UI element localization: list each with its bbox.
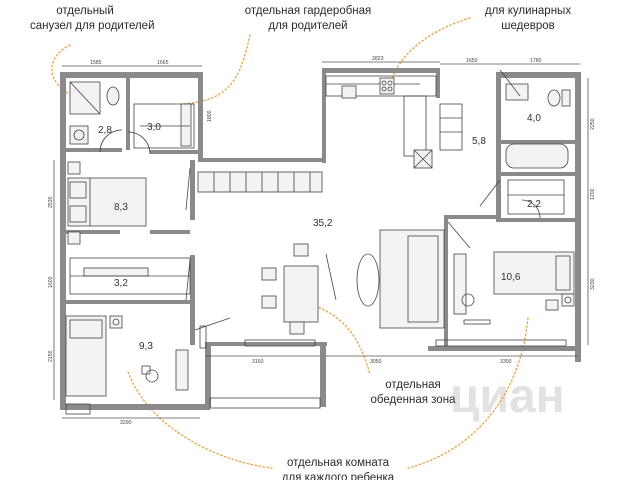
dining-chair [261, 295, 277, 309]
dim-bottom-3: 3050 [370, 359, 382, 365]
area-bedroom-parents: 8,3 [114, 202, 128, 213]
leader-kitchen [389, 17, 471, 89]
area-pantry: 5,8 [472, 136, 486, 147]
coffee-table [356, 253, 380, 307]
walls [60, 68, 581, 410]
dim-left-3: 2150 [48, 350, 54, 362]
area-hall-closet: 2,2 [527, 199, 541, 210]
dim-right-1: 2250 [590, 118, 596, 130]
desk-kids-right [453, 253, 467, 315]
bathtub [505, 143, 569, 169]
leader-parent-wardrobe [182, 34, 251, 105]
dim-top-2: 1665 [157, 60, 169, 66]
area-wardrobe-parents: 3,0 [147, 122, 161, 133]
dim-bottom-2: 3160 [252, 359, 264, 365]
callout-parent-wardrobe: отдельная гардеробная для родителей [244, 5, 372, 32]
chair-kids-right [461, 293, 475, 307]
area-bath-main: 4,0 [527, 113, 541, 124]
bed-kids-right [493, 251, 575, 295]
dim-top-1: 1585 [90, 60, 102, 66]
hob [379, 77, 395, 95]
dimension-labels: 1585 1665 2823 1650 1780 1800 2530 1600 … [48, 56, 596, 426]
callout-dining-zone: отдельная обеденная зона [370, 379, 456, 406]
callout-parent-bathroom: отдельный санузел для родителей [30, 5, 155, 32]
watermark-logo: циан [450, 370, 565, 423]
sink [69, 125, 89, 145]
dim-right-2: 1200 [590, 188, 596, 200]
area-living-kitchen: 35,2 [313, 218, 333, 229]
callout-kitchen-storage: для кулинарных шедевров [484, 5, 572, 32]
leader-kids-left [127, 371, 273, 469]
fixtures [65, 69, 575, 415]
dim-right-3: 3230 [590, 278, 596, 290]
callout-kids-rooms: отдельная комната для каждого ребенка [281, 457, 395, 480]
kitchen-sink [341, 85, 357, 99]
dim-bottom-1: 3290 [120, 420, 132, 426]
dim-top-3: 2823 [372, 56, 384, 62]
dim-bottom-4: 3300 [500, 359, 512, 365]
area-wardrobe-mid: 3,2 [114, 278, 128, 289]
toilet-main [547, 89, 561, 107]
dim-wardrobe-depth: 1800 [207, 110, 213, 122]
area-kids-room-left: 9,3 [139, 341, 153, 352]
dining-table [283, 265, 319, 323]
bed-parents [67, 177, 147, 227]
dining-chair [261, 267, 277, 281]
bed-kids-left [65, 315, 107, 397]
dim-top-5: 1780 [530, 58, 542, 64]
dining-chair [289, 321, 305, 335]
dim-top-4: 1650 [466, 58, 478, 64]
dining-chair [293, 243, 309, 257]
hall-bench [197, 171, 323, 193]
dim-left-2: 1600 [48, 276, 54, 288]
sofa [379, 229, 445, 329]
area-bath-parents: 2,8 [98, 125, 112, 136]
dim-left-1: 2530 [48, 196, 54, 208]
toilet [106, 86, 120, 106]
room-area-labels: 2,8 3,0 8,3 35,2 5,8 4,0 2,2 10,6 3,2 9,… [98, 113, 541, 352]
dimension-lines [53, 61, 589, 419]
area-kids-room-right: 10,6 [501, 272, 521, 283]
chair-kids-left [145, 369, 159, 383]
